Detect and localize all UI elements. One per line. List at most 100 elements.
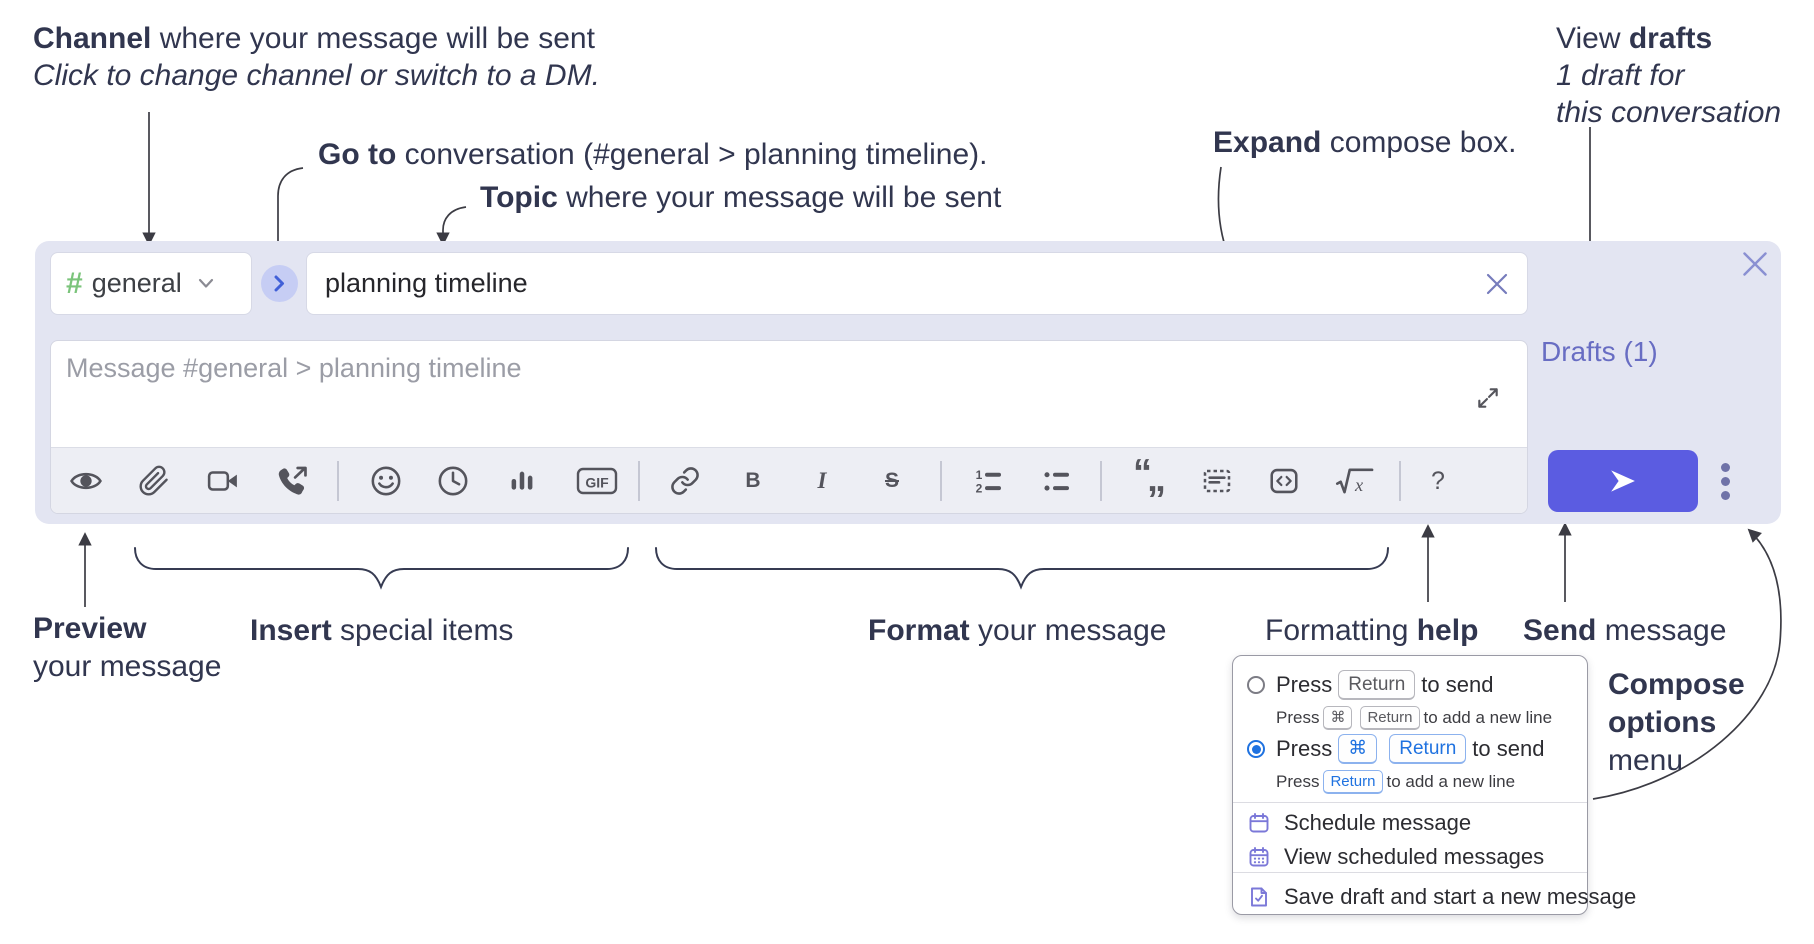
eye-icon [70, 472, 102, 490]
compose-options-button[interactable] [1707, 452, 1743, 510]
return-key: Return [1323, 770, 1383, 794]
phone-call-icon [278, 466, 307, 495]
message-input[interactable] [51, 341, 1527, 447]
math-button[interactable]: x [1334, 461, 1376, 501]
link-icon [671, 467, 699, 495]
add-gif-button[interactable]: GIF [575, 461, 619, 501]
preview-button[interactable] [69, 461, 103, 501]
close-icon [1486, 273, 1508, 295]
calendar-icon [1247, 811, 1271, 835]
cmd-enter-sends-option[interactable]: Press ⌘ Return to send [1247, 734, 1544, 764]
paperclip-icon [139, 465, 168, 496]
numbered-list-button[interactable]: 1 2 [972, 461, 1006, 501]
quote-button[interactable]: “„ [1130, 452, 1170, 501]
spoiler-icon [1203, 469, 1231, 493]
numbered-list-icon: 1 2 [976, 468, 1001, 495]
emoji-button[interactable] [369, 461, 403, 501]
italic-button[interactable]: I [805, 461, 839, 501]
toolbar-divider [940, 461, 942, 501]
view-drafts-annotation: View drafts 1 draft for this conversatio… [1556, 22, 1782, 129]
chevron-right-icon [274, 275, 284, 292]
svg-text:2: 2 [976, 481, 983, 495]
kebab-dot [1720, 462, 1730, 472]
attach-file-button[interactable] [137, 461, 171, 501]
voice-call-button[interactable] [276, 461, 310, 501]
channel-name: general [91, 268, 182, 298]
message-formatting-help-button[interactable]: ? [1421, 461, 1455, 501]
strikethrough-button[interactable]: S [875, 461, 909, 501]
expand-annotation: Expand compose box. [1213, 126, 1517, 159]
channel-selector[interactable]: # general [50, 252, 252, 315]
enter-sends-option[interactable]: Press Return to send [1247, 670, 1493, 700]
expand-compose-button[interactable] [1475, 385, 1501, 411]
cmd-key: ⌘ [1338, 734, 1378, 764]
smiley-icon [371, 466, 401, 496]
topic-annotation: Topic where your message will be sent [480, 181, 1002, 214]
channel-hash-icon: # [66, 266, 83, 300]
format-annotation: Format your message [868, 614, 1167, 647]
kebab-dot [1720, 476, 1730, 486]
schedule-message-item[interactable]: Schedule message [1247, 806, 1471, 840]
bulleted-list-button[interactable] [1040, 461, 1074, 501]
toolbar-divider [1100, 461, 1102, 501]
drafts-link[interactable]: Drafts (1) [1541, 336, 1658, 367]
brace-insert [134, 547, 629, 590]
insert-annotation: Insert special items [250, 614, 514, 647]
brace-format [655, 547, 1389, 590]
formatting-help-annotation: Formatting help [1265, 614, 1479, 647]
clear-topic-button[interactable] [1481, 268, 1513, 300]
document-check-icon [1247, 885, 1271, 909]
cmd-key: ⌘ [1323, 706, 1353, 730]
send-annotation: Send message [1523, 614, 1727, 647]
kebab-dot [1720, 490, 1730, 500]
question-mark-icon: ? [1431, 466, 1445, 495]
close-compose-button[interactable] [1738, 247, 1772, 281]
bold-icon: B [745, 469, 761, 492]
toolbar-divider [638, 461, 640, 501]
send-button[interactable] [1548, 450, 1698, 512]
spoiler-button[interactable] [1200, 461, 1234, 501]
add-poll-button[interactable] [505, 461, 539, 501]
goto-annotation: Go to conversation (#general > planning … [318, 138, 988, 171]
add-global-time-button[interactable] [436, 461, 470, 501]
save-draft-item[interactable]: Save draft and start a new message [1247, 880, 1636, 914]
channel-annotation: Channel where your message will be sent … [33, 22, 600, 92]
compose-options-menu: Press Return to send Press ⌘ Return to a… [1232, 655, 1636, 915]
return-key: Return [1338, 670, 1416, 700]
menu-divider [1233, 802, 1587, 803]
go-to-conversation-button[interactable] [261, 265, 298, 302]
bold-button[interactable]: B [736, 461, 770, 501]
gif-icon: GIF [576, 467, 618, 495]
radio-unselected-icon[interactable] [1247, 676, 1265, 694]
cmd-enter-sends-subtext: Press Return to add a new line [1276, 770, 1515, 794]
chevron-down-icon [198, 278, 214, 289]
toolbar-divider [337, 461, 339, 501]
compose-toolbar: GIF B I [51, 447, 1527, 513]
code-button[interactable] [1267, 461, 1301, 501]
view-scheduled-messages-item[interactable]: View scheduled messages [1247, 840, 1544, 874]
bulleted-list-icon [1044, 472, 1069, 491]
enter-sends-subtext: Press ⌘ Return to add a new line [1276, 706, 1552, 730]
video-call-button[interactable] [206, 461, 240, 501]
bar-chart-icon [511, 471, 533, 490]
compose-options-annotation: Compose options menu [1608, 668, 1745, 777]
code-icon [1270, 468, 1298, 494]
return-key: Return [1389, 734, 1467, 764]
italic-icon: I [817, 468, 827, 493]
svg-text:1: 1 [976, 468, 983, 482]
return-key: Return [1360, 706, 1420, 730]
expand-icon [1478, 388, 1498, 408]
quote-icon: “„ [1133, 452, 1166, 500]
link-button[interactable] [668, 461, 702, 501]
strikethrough-icon: S [884, 469, 899, 492]
latex-math-icon: x [1335, 468, 1374, 495]
topic-field [306, 252, 1528, 315]
toolbar-divider [1399, 461, 1401, 501]
radio-selected-icon[interactable] [1247, 740, 1265, 758]
menu-divider [1233, 872, 1587, 873]
topic-input[interactable] [307, 253, 1527, 314]
calendar-grid-icon [1247, 845, 1271, 869]
close-icon [1743, 252, 1767, 276]
preview-annotation: Preview your message [33, 612, 222, 683]
